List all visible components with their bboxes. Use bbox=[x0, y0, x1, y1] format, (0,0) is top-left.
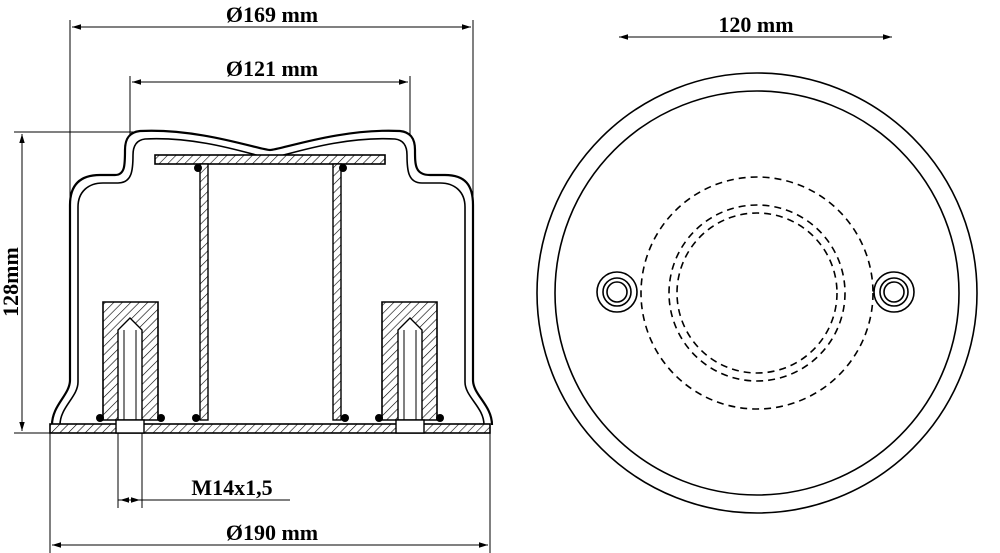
dim-inner-diameter: Ø121 mm bbox=[226, 56, 318, 81]
left-stud-housing bbox=[96, 301, 165, 434]
tube-left-wall bbox=[199, 163, 209, 421]
weld-bead bbox=[339, 164, 347, 172]
hidden-circle-outer bbox=[640, 176, 874, 410]
dim-height: 128mm bbox=[0, 247, 23, 317]
hidden-circle-inner bbox=[676, 212, 838, 374]
outer-circle bbox=[536, 72, 978, 514]
section-view: Ø169 mm Ø121 mm 128mm M14x1,5 Ø190 mm bbox=[0, 2, 494, 553]
dim-bolt-spacing: 120 mm bbox=[718, 12, 793, 37]
weld-bead bbox=[192, 414, 200, 422]
base-plate bbox=[49, 423, 491, 434]
dim-top-diameter: Ø169 mm bbox=[226, 2, 318, 27]
top-plate bbox=[154, 154, 386, 165]
left-bolt-hole bbox=[596, 271, 638, 313]
top-view: 120 mm bbox=[536, 12, 978, 514]
right-stud-housing bbox=[375, 301, 444, 434]
dim-thread: M14x1,5 bbox=[191, 475, 272, 500]
dim-base-diameter: Ø190 mm bbox=[226, 520, 318, 545]
inner-rim-circle bbox=[554, 90, 960, 496]
bellows-outer-wall bbox=[50, 129, 494, 426]
tube-right-wall bbox=[332, 163, 342, 421]
weld-bead bbox=[194, 164, 202, 172]
right-bolt-hole bbox=[873, 271, 915, 313]
weld-bead bbox=[341, 414, 349, 422]
hidden-circle-mid bbox=[668, 204, 846, 382]
